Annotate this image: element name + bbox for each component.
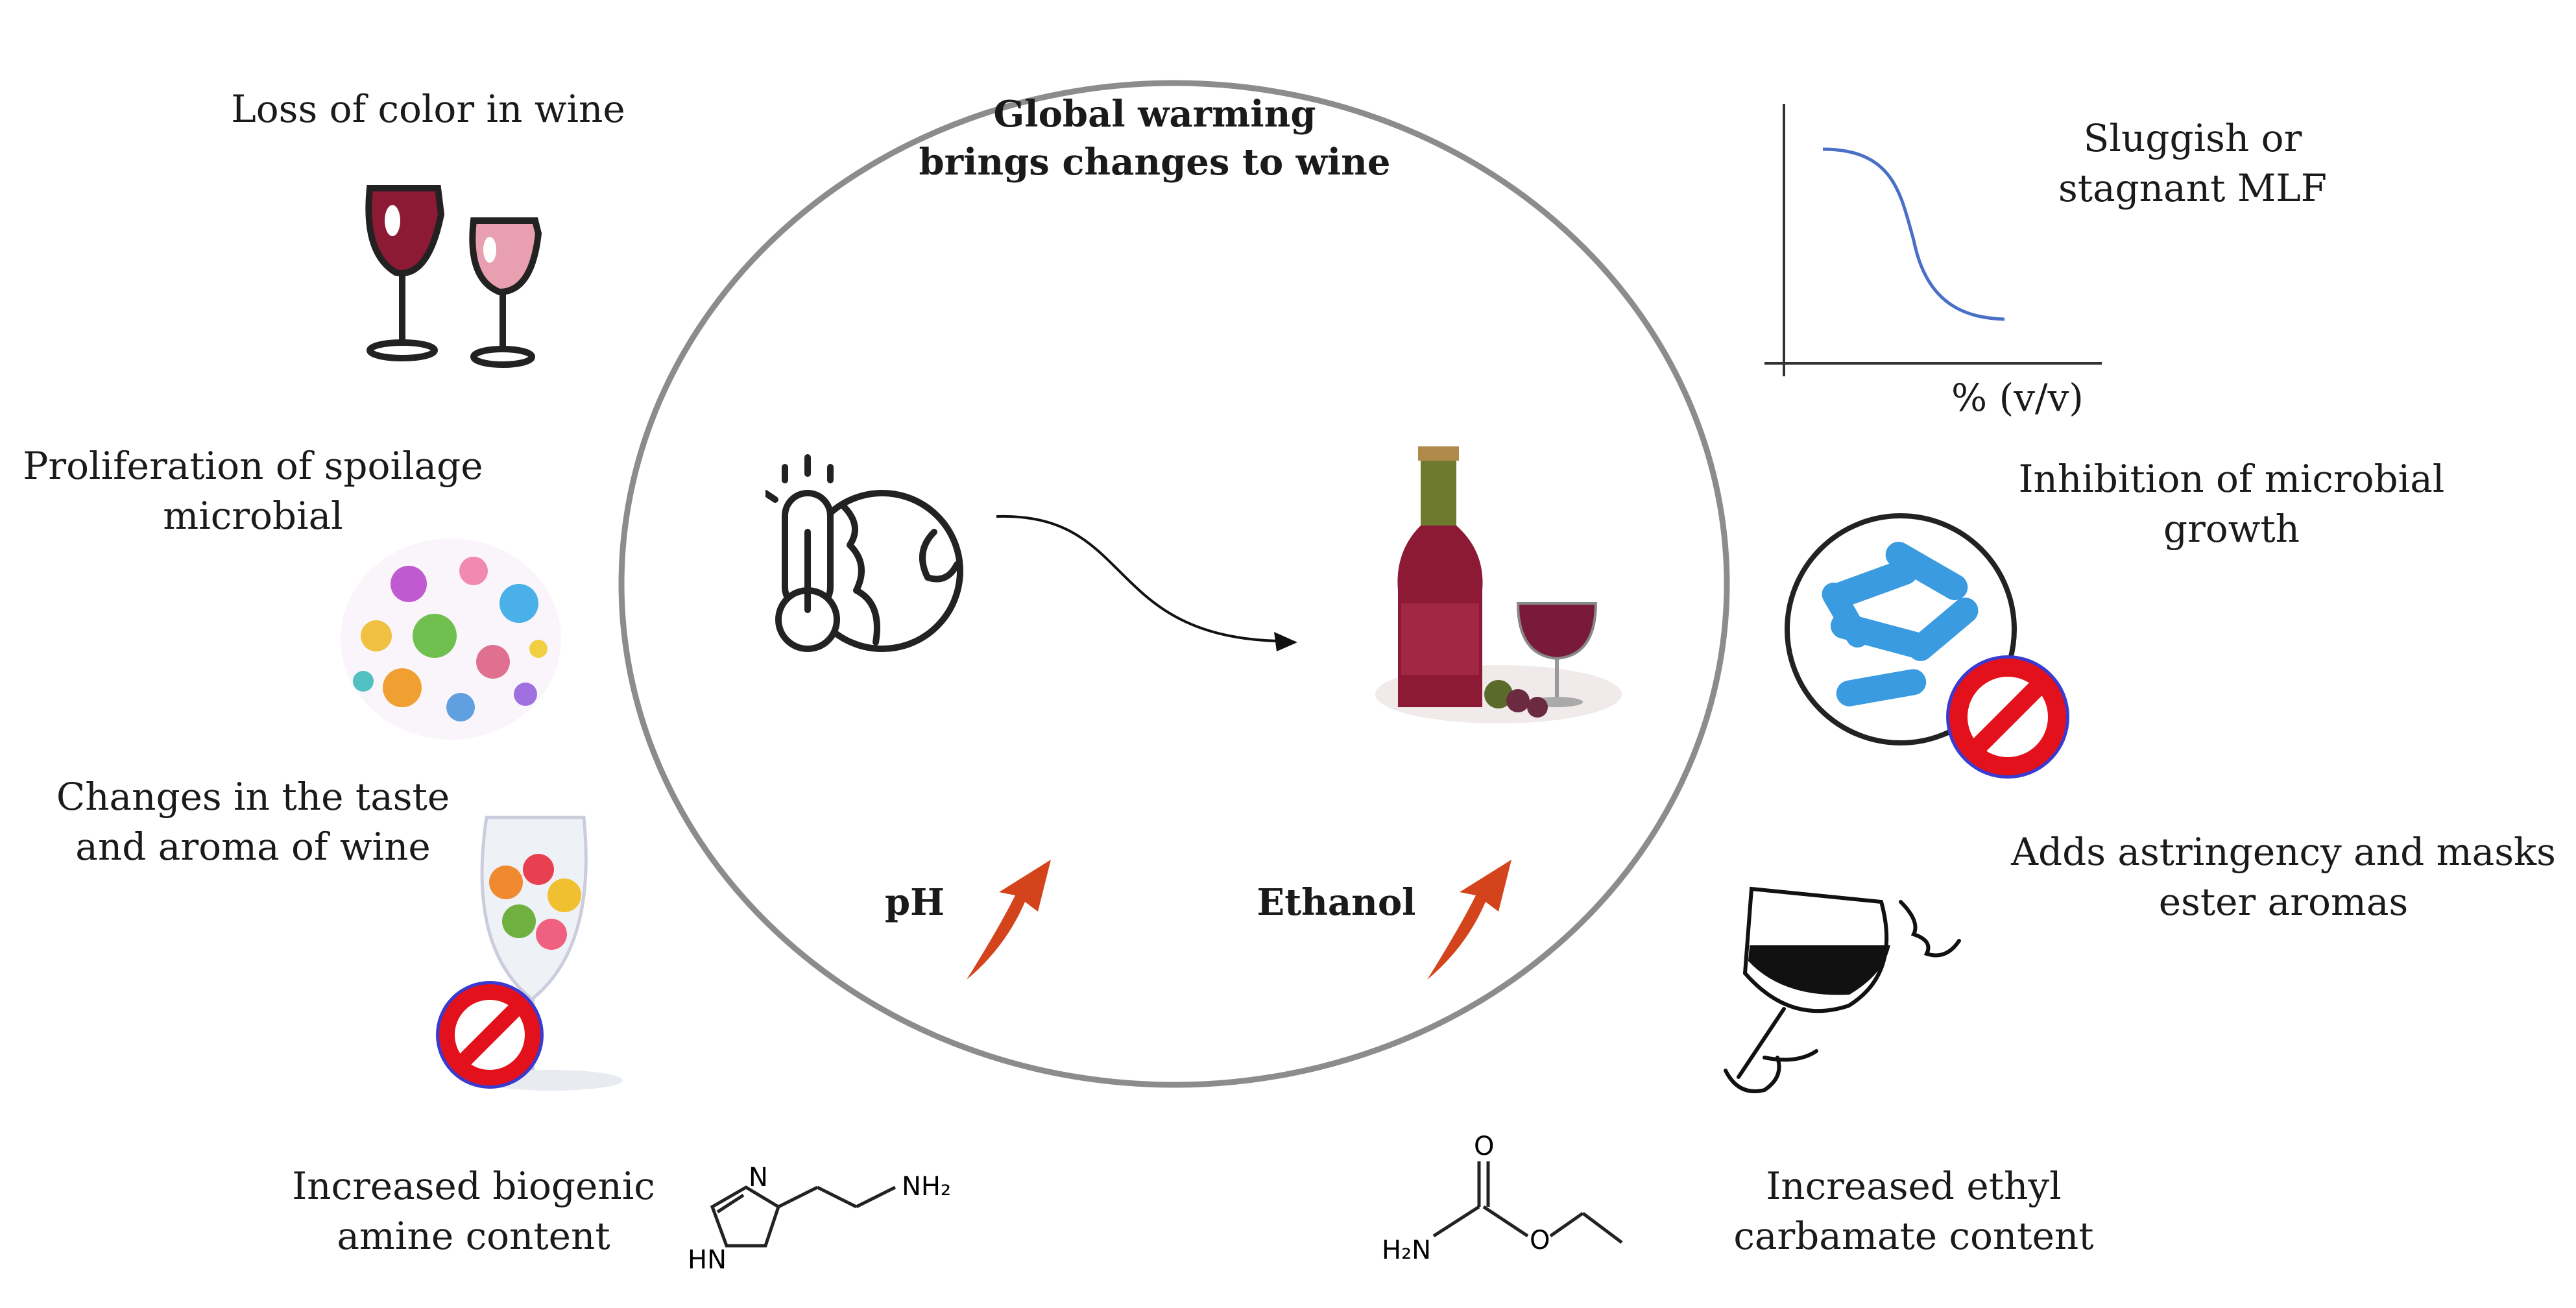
histamine-hn-label: HN bbox=[688, 1245, 727, 1275]
center-title: Global warming brings changes to wine bbox=[919, 93, 1391, 184]
prohibit-icon-bacteria bbox=[1946, 655, 2069, 779]
wine-bottle-glass-icon bbox=[1375, 446, 1622, 723]
wine-glasses-icon bbox=[365, 185, 542, 368]
biogenic-amine-label: Increased biogenic amine content bbox=[292, 1164, 655, 1258]
ethyl-carbamate-o2-label: O bbox=[1530, 1226, 1550, 1255]
inhibition-label: Inhibition of microbial growth bbox=[2018, 457, 2445, 551]
ethanol-up-arrow-icon bbox=[1427, 860, 1511, 980]
ethanol-label: Ethanol bbox=[1257, 881, 1416, 924]
mlf-label: Sluggish or stagnant MLF bbox=[2058, 116, 2327, 210]
bacteria-prohibit-icon bbox=[1785, 513, 2069, 779]
wine-tasting-icon bbox=[1724, 886, 1961, 1093]
spoilage-label: Proliferation of spoilage microbial bbox=[23, 444, 483, 538]
ph-up-arrow-icon bbox=[967, 860, 1051, 980]
fruit-wine-glass-icon bbox=[436, 816, 623, 1091]
ethyl-carbamate-h2n-label: H₂N bbox=[1382, 1235, 1431, 1265]
mlf-graph bbox=[1764, 104, 2102, 376]
ph-label: pH bbox=[884, 881, 945, 924]
prohibit-icon-taste bbox=[436, 981, 544, 1089]
ethyl-carbamate-o-label: O bbox=[1474, 1132, 1494, 1161]
mlf-x-axis-label: % (v/v) bbox=[1951, 376, 2084, 420]
global-warming-icon bbox=[765, 454, 963, 652]
taste-aroma-label: Changes in the taste and aroma of wine bbox=[56, 775, 450, 869]
histamine-nh2-label: NH₂ bbox=[902, 1172, 951, 1202]
ethyl-carbamate-label: Increased ethyl carbamate content bbox=[1733, 1164, 2094, 1258]
curved-arrow bbox=[996, 515, 1297, 651]
astringency-label: Adds astringency and masks ester aromas bbox=[2011, 830, 2556, 924]
histamine-structure: N HN NH₂ bbox=[688, 1163, 951, 1275]
central-circle bbox=[618, 80, 1730, 1088]
histamine-n-label: N bbox=[749, 1163, 768, 1193]
microbes-icon bbox=[341, 539, 561, 740]
loss-of-color-label: Loss of color in wine bbox=[231, 87, 625, 131]
ethyl-carbamate-structure: O O H₂N bbox=[1382, 1132, 1623, 1265]
